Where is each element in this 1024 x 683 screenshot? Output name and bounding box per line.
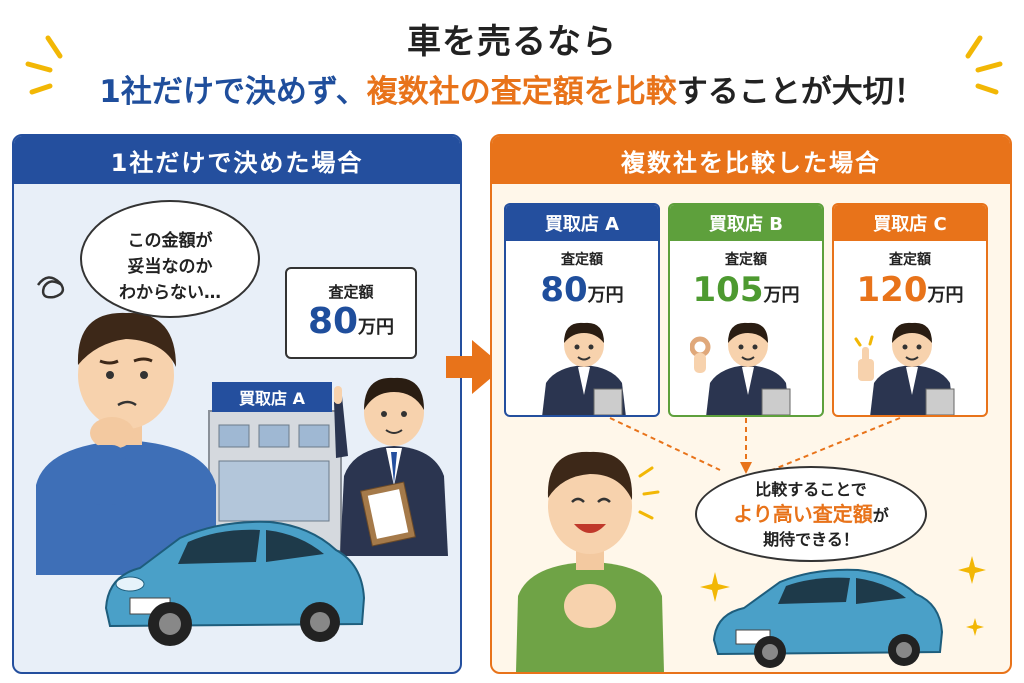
thought-line-3: わからない… — [119, 283, 221, 303]
single-company-panel-title: 1社だけで決めた場合 — [14, 136, 460, 184]
store-c-amount-unit: 万円 — [927, 285, 964, 306]
salesman-b-mini — [690, 322, 791, 415]
expectation-line-2: より高い査定額が — [697, 502, 925, 528]
expectation-suffix: が — [872, 506, 889, 525]
ok-hand-icon — [690, 336, 711, 373]
appraisal-label: 査定額 — [328, 283, 374, 301]
store-a-amount-number: 80 — [540, 270, 588, 310]
store-b-amount: 105万円 — [670, 269, 822, 317]
appraisal-amount: 80万円 — [287, 302, 415, 348]
subheadline: 1社だけで決めず、複数社の査定額を比較することが大切！ — [0, 66, 1024, 111]
arrow-right-icon — [446, 340, 504, 394]
store-card-c: 買取店 C 査定額 120万円 — [832, 203, 988, 417]
subheadline-part-1: 1社だけで決めず、 — [99, 74, 367, 110]
confused-scribble-icon — [36, 276, 65, 299]
shop-a-sign: 買取店 A — [212, 382, 332, 412]
expectation-line-3: 期待できる！ — [763, 530, 859, 549]
store-b-amount-number: 105 — [692, 270, 764, 310]
worried-thought-bubble: この金額が 妥当なのか わからない… — [80, 200, 260, 318]
store-a-name: 買取店 A — [506, 205, 658, 241]
store-card-a: 買取店 A 査定額 80万円 — [504, 203, 660, 417]
salesman-c-mini — [854, 322, 955, 415]
store-a-amount: 80万円 — [506, 269, 658, 317]
happy-customer — [516, 451, 664, 672]
store-c-amount: 120万円 — [834, 269, 986, 317]
store-b-label: 査定額 — [725, 252, 767, 268]
multiple-companies-panel-title: 複数社を比較した場合 — [492, 136, 1010, 184]
salesman-a — [334, 377, 448, 556]
subheadline-part-2: 複数社の査定額を比較 — [366, 74, 677, 110]
comparison-connectors — [609, 417, 901, 474]
expectation-bubble: 比較することで より高い査定額が 期待できる！ — [695, 466, 927, 562]
store-c-label: 査定額 — [889, 252, 931, 268]
store-a-label: 査定額 — [561, 252, 603, 268]
store-b-name: 買取店 B — [670, 205, 822, 241]
sparkle-icon — [25, 35, 63, 95]
store-card-b: 買取店 B 査定額 105万円 — [668, 203, 824, 417]
expectation-highlight: より高い査定額 — [733, 502, 873, 526]
thumbs-up-icon — [858, 347, 874, 381]
expectation-line-1: 比較することで — [755, 480, 867, 499]
sparkle-icon — [965, 35, 1003, 95]
customer-car-right — [712, 568, 944, 668]
store-c-amount-number: 120 — [856, 270, 928, 310]
salesman-a-mini — [542, 322, 626, 415]
sparkle-icon — [966, 618, 984, 636]
subheadline-part-3: することが大切！ — [676, 74, 925, 110]
customer-car — [104, 520, 366, 646]
appraisal-quote-bubble: 査定額 80万円 — [285, 267, 417, 359]
thought-line-1: この金額が — [127, 231, 213, 251]
appraisal-amount-number: 80 — [307, 301, 359, 342]
headline: 車を売るなら — [407, 22, 617, 62]
sparkle-icon — [700, 572, 730, 602]
appraisal-amount-unit: 万円 — [358, 317, 395, 338]
thought-line-2: 妥当なのか — [127, 257, 213, 277]
store-c-name: 買取店 C — [834, 205, 986, 241]
sparkle-icon — [958, 556, 986, 584]
store-b-amount-unit: 万円 — [763, 285, 800, 306]
store-a-amount-unit: 万円 — [587, 285, 624, 306]
worried-customer — [36, 276, 216, 575]
